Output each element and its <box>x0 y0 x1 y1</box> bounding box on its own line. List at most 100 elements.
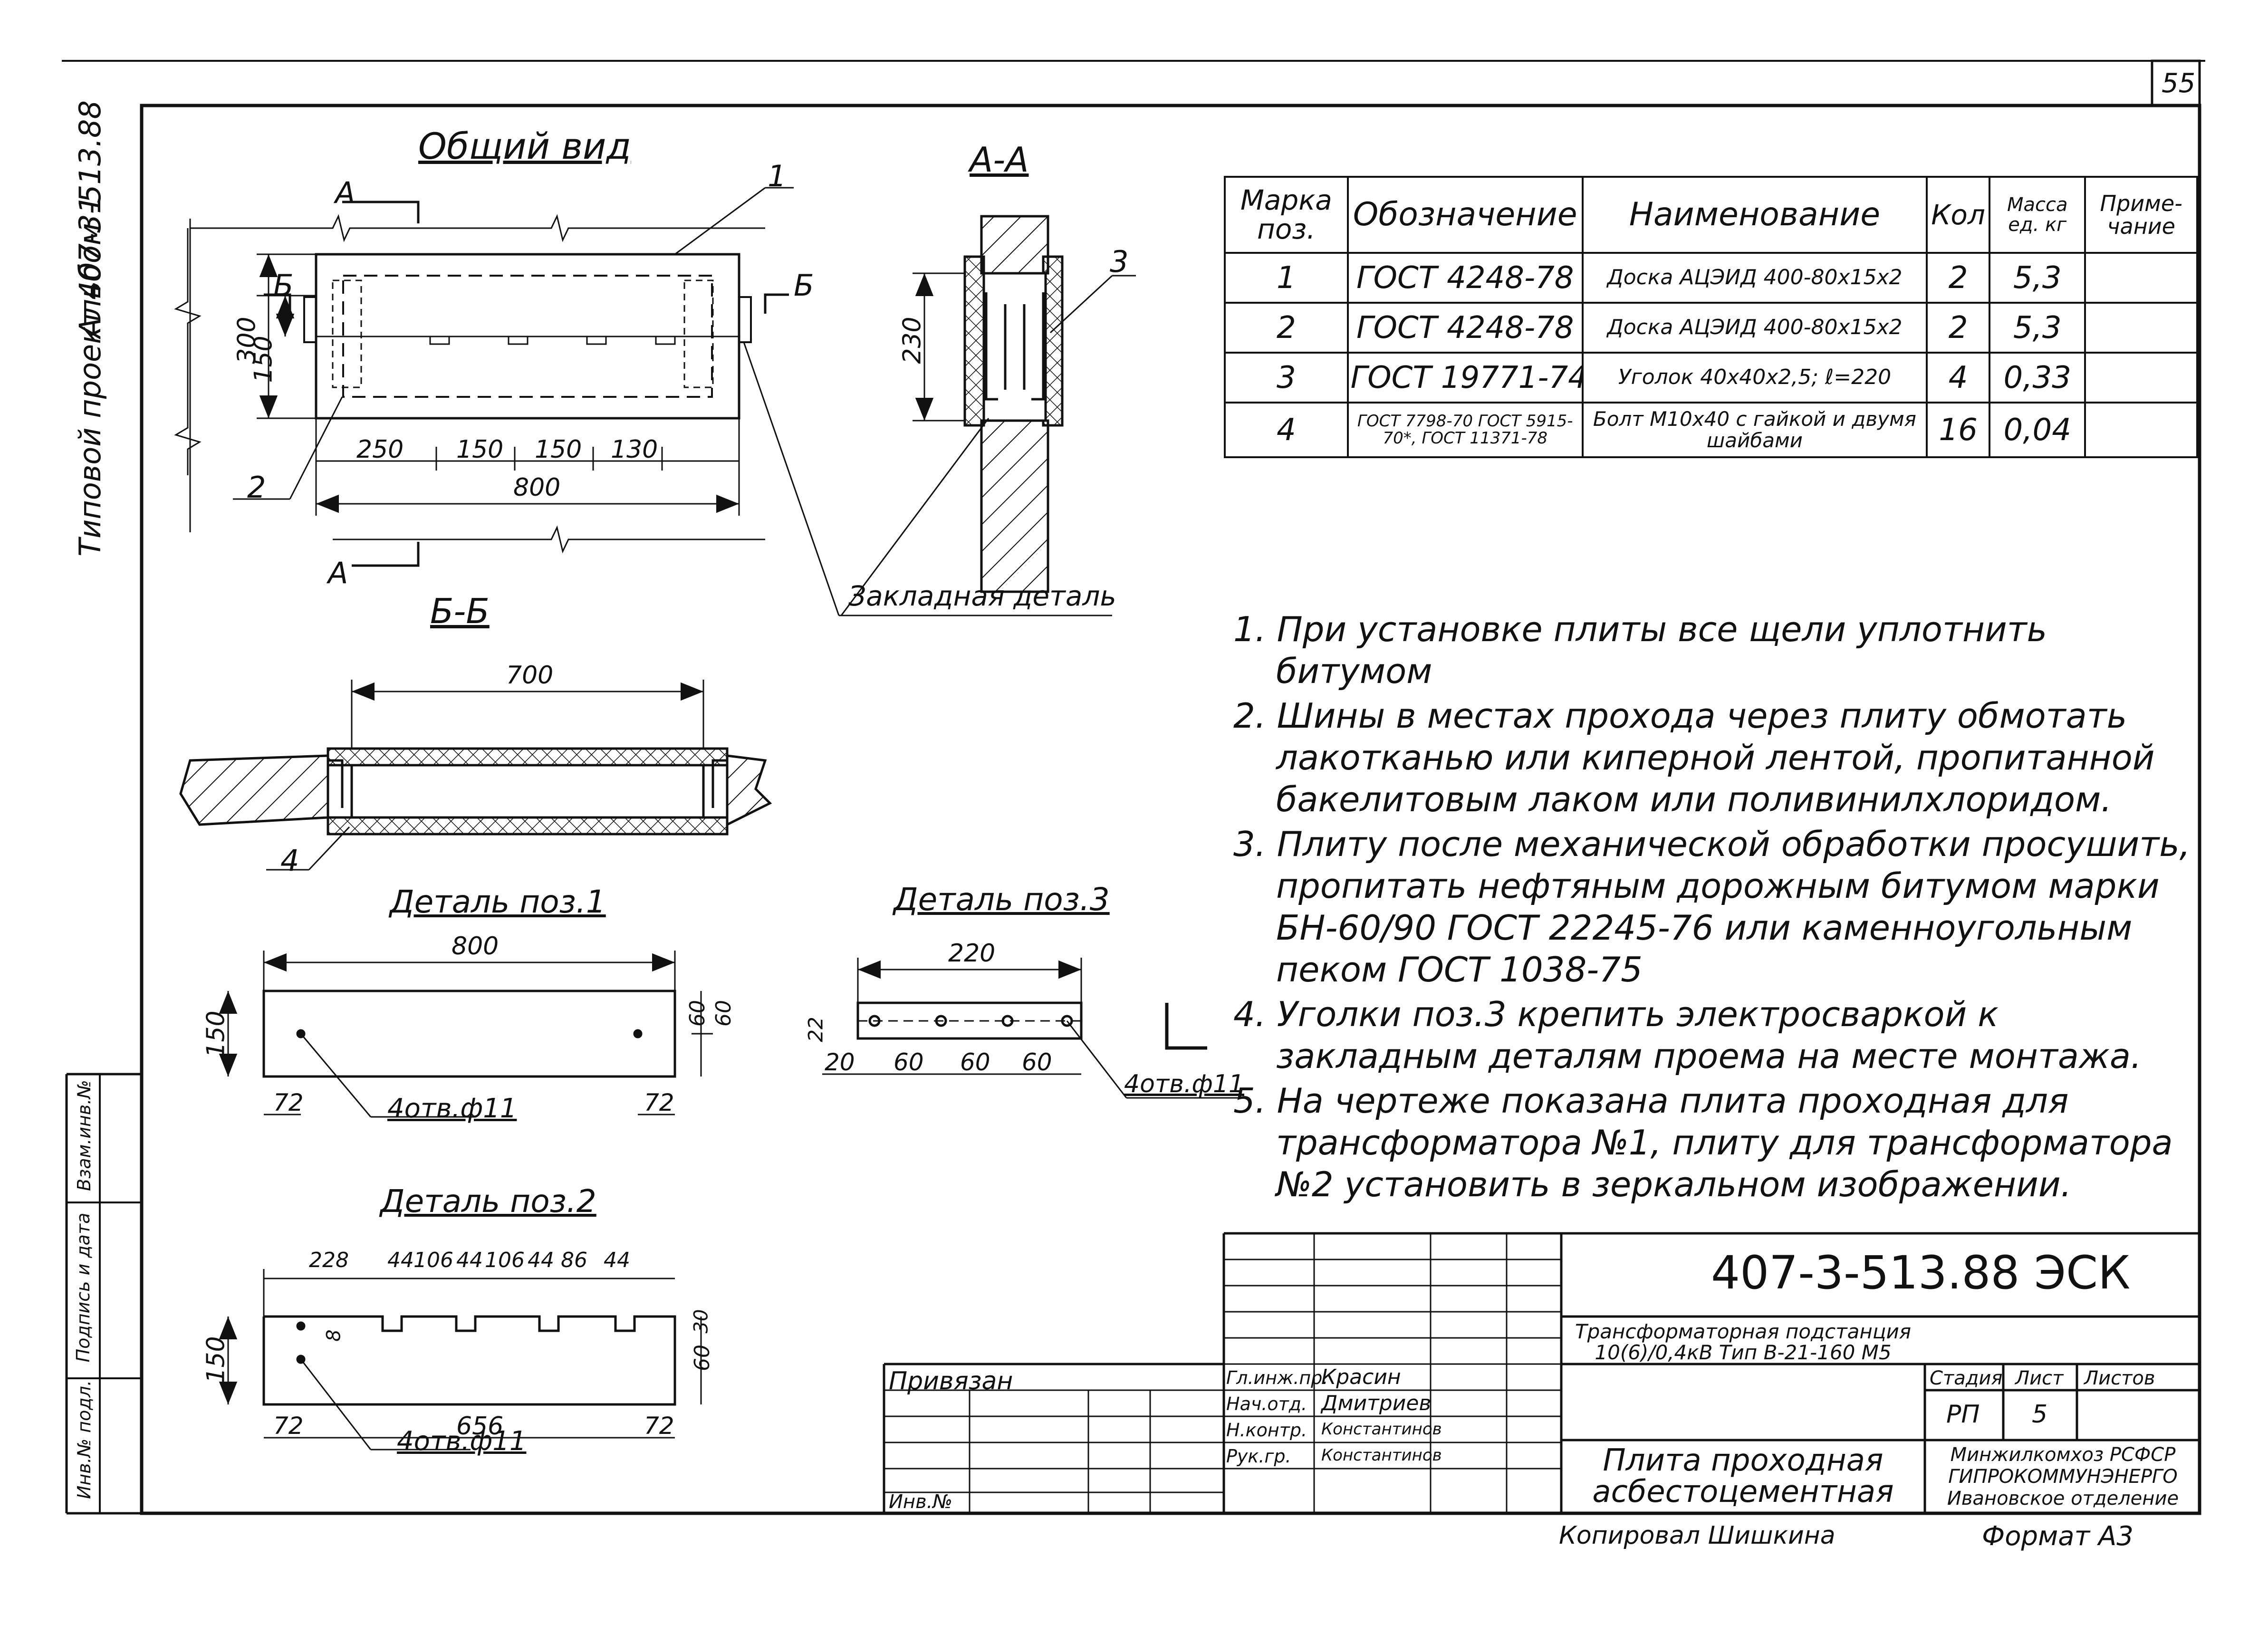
stage-header: Стадия <box>1930 1367 2003 1389</box>
dim-det2-8: 8 <box>323 1329 345 1342</box>
dim-det2-228: 228 <box>309 1248 349 1272</box>
dim-aa-230: 230 <box>898 317 927 364</box>
dim-det3-22: 22 <box>804 1017 827 1042</box>
note-item: 5. На чертеже показана плита проходная д… <box>1233 1081 2173 1204</box>
mark-a-top: А <box>335 175 356 210</box>
dim-det1-60a: 60 <box>685 1000 710 1027</box>
mark-a-bottom: А <box>328 556 348 590</box>
dim-det2-44d: 44 <box>604 1248 630 1272</box>
dim-det2-60: 60 <box>690 1345 714 1371</box>
mark-b-left: Б <box>273 268 294 303</box>
spec-name: Доска АЦЭИД 400-80х15х2 <box>1581 302 1928 354</box>
spec-note <box>2084 402 2198 458</box>
spec-row: 2 ГОСТ 4248-78 Доска АЦЭИД 400-80х15х2 2… <box>1224 302 2198 354</box>
spec-header-mass: Масса ед. кг <box>1989 176 2086 254</box>
spec-mass: 5,3 <box>1989 252 2086 304</box>
spec-header-note: Приме-чание <box>2084 176 2198 254</box>
dim-det2-72a: 72 <box>273 1412 304 1440</box>
mark-b-right: Б <box>794 268 814 303</box>
sheet-header: Лист <box>2015 1367 2064 1389</box>
dim-det3-60a: 60 <box>894 1048 924 1076</box>
detail1-drawing <box>219 951 713 1118</box>
role-group-lead: Рук.гр. <box>1226 1446 1291 1467</box>
spec-table: Марка поз. Обозначение Наименование Кол … <box>1224 176 2198 458</box>
format-label: Формат А3 <box>1982 1521 2133 1552</box>
copied-by: Копировал Шишкина <box>1559 1521 1836 1550</box>
dim-det2-150: 150 <box>202 1336 231 1384</box>
pos-mark-2: 2 <box>247 470 266 505</box>
spec-mass: 0,33 <box>1989 352 2086 404</box>
note-item: 4. Уголки поз.3 крепить электросваркой к… <box>1233 994 2142 1076</box>
det2-holes-label: 4отв.ф11 <box>397 1426 527 1457</box>
notes-block: 1. При установке плиты все щели уплотнит… <box>1233 608 2203 1208</box>
det3-holes-label: 4отв.ф11 <box>1124 1070 1244 1098</box>
spec-name: Доска АЦЭИД 400-80х15х2 <box>1581 252 1928 304</box>
object-description: Трансформаторная подстанция 10(6)/0,4кВ … <box>1575 1320 1912 1364</box>
side-stamp-inv: Инв.№ подл. <box>74 1380 95 1499</box>
spec-note <box>2084 252 2198 304</box>
dim-general-150b: 150 <box>535 435 582 464</box>
title-block-grid <box>883 1232 2200 1513</box>
side-stamp-replace: Взам.инв.№ <box>74 1080 95 1191</box>
dim-det2-44b: 44 <box>456 1248 483 1272</box>
note-item: 2. Шины в местах прохода через плиту обм… <box>1233 696 2155 819</box>
spec-name: Уголок 40х40х2,5; ℓ=220 <box>1581 352 1928 404</box>
dim-det2-106b: 106 <box>485 1248 525 1272</box>
pos-mark-3: 3 <box>1110 244 1129 279</box>
dim-general-250: 250 <box>356 435 404 464</box>
spec-row: 3 ГОСТ 19771-74 Уголок 40х40х2,5; ℓ=220 … <box>1224 352 2198 404</box>
sheet-value: 5 <box>2032 1400 2048 1429</box>
dim-det2-656: 656 <box>456 1412 504 1441</box>
dim-det2-106a: 106 <box>413 1248 453 1272</box>
dim-general-150a: 150 <box>456 435 504 464</box>
note-item: 1. При установке плиты все щели уплотнит… <box>1233 609 2047 691</box>
spec-row: 4 ГОСТ 7798-70 ГОСТ 5915-70*, ГОСТ 11371… <box>1224 402 2198 458</box>
section-bb-title: Б-Б <box>430 591 490 631</box>
detail2-title: Деталь поз.2 <box>380 1183 596 1220</box>
dim-det1-60b: 60 <box>711 1000 736 1027</box>
embedded-part-label: Закладная деталь <box>848 580 1116 612</box>
dim-general-150: 150 <box>249 336 278 383</box>
pos-mark-1: 1 <box>768 159 787 193</box>
spec-qty: 4 <box>1925 352 1991 404</box>
detail2-drawing <box>219 1269 702 1451</box>
general-view-drawing <box>174 187 1112 616</box>
dim-det1-150: 150 <box>202 1010 231 1058</box>
spec-qty: 2 <box>1925 302 1991 354</box>
dim-bb-700: 700 <box>506 661 554 690</box>
detail3-title: Деталь поз.3 <box>894 881 1110 918</box>
spec-note <box>2084 352 2198 404</box>
spec-designation: ГОСТ 7798-70 ГОСТ 5915-70*, ГОСТ 11371-7… <box>1346 402 1584 458</box>
spec-mass: 5,3 <box>1989 302 2086 354</box>
dim-det3-220: 220 <box>948 939 996 968</box>
drawing-code: 407-3-513.88 ЭСК <box>1711 1246 2131 1299</box>
pos-mark-4: 4 <box>280 843 299 878</box>
spec-pos: 4 <box>1224 402 1349 458</box>
dim-det2-30: 30 <box>690 1309 712 1334</box>
spec-name: Болт М10х40 с гайкой и двумя шайбами <box>1581 402 1928 458</box>
dim-det2-44c: 44 <box>528 1248 554 1272</box>
side-album-label: Альбом 1 <box>73 195 107 338</box>
spec-row: 1 ГОСТ 4248-78 Доска АЦЭИД 400-80х15х2 2… <box>1224 252 2198 304</box>
detail1-title: Деталь поз.1 <box>390 884 606 920</box>
dim-det1-800: 800 <box>452 932 499 961</box>
section-aa-title: А-А <box>970 140 1029 180</box>
spec-qty: 2 <box>1925 252 1991 304</box>
dim-general-130: 130 <box>611 435 658 464</box>
role-group-lead-name: Константинов <box>1321 1446 1442 1465</box>
section-bb-drawing <box>179 680 772 871</box>
spec-header-row: Марка поз. Обозначение Наименование Кол … <box>1224 176 2198 254</box>
detail3-drawing <box>822 958 1240 1099</box>
spec-pos: 2 <box>1224 302 1349 354</box>
det1-holes-label: 4отв.ф11 <box>387 1093 517 1124</box>
dim-det3-60c: 60 <box>1022 1048 1052 1076</box>
role-chief-engineer: Гл.инж.пр. <box>1226 1367 1328 1388</box>
spec-pos: 3 <box>1224 352 1349 404</box>
dim-det2-72b: 72 <box>644 1412 674 1440</box>
spec-pos: 1 <box>1224 252 1349 304</box>
sheet-number: 55 <box>2162 68 2196 99</box>
role-chief-engineer-name: Красин <box>1321 1365 1401 1389</box>
section-aa-drawing <box>840 215 1136 616</box>
general-view-title: Общий вид <box>418 125 631 167</box>
